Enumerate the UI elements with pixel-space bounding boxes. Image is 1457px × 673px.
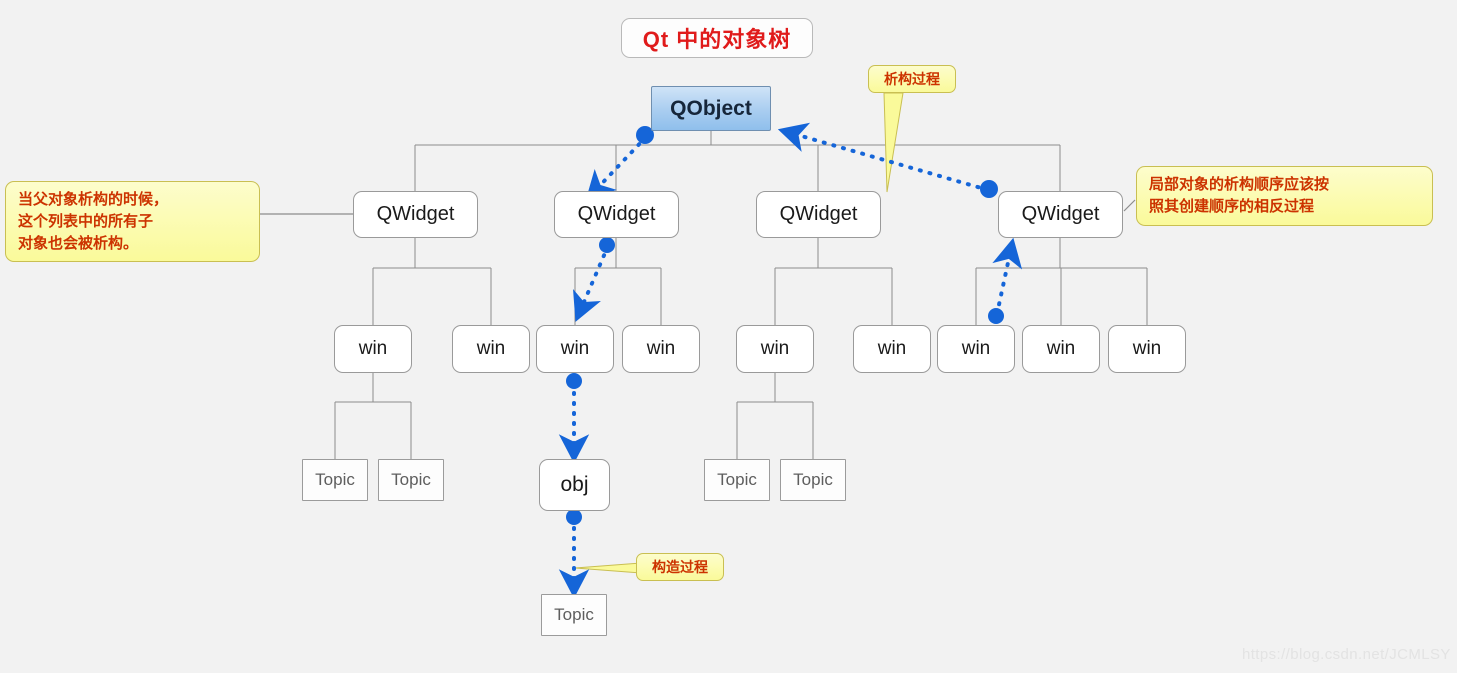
note-local-destruct-order-line-1: 局部对象的析构顺序应该按 [1149, 176, 1330, 193]
node-qobject[interactable]: QObject [651, 86, 771, 131]
watermark: https://blog.csdn.net/JCMLSY [1242, 646, 1451, 663]
node-win-5[interactable]: win [736, 325, 814, 373]
node-qwidget-3[interactable]: QWidget [756, 191, 881, 238]
node-topic-5[interactable]: Topic [541, 594, 607, 636]
node-topic-4[interactable]: Topic [780, 459, 846, 501]
note-destruct-process: 析构过程 [868, 65, 956, 93]
flow-qobject-to-widget2 [585, 135, 648, 201]
node-win-9[interactable]: win [1108, 325, 1186, 373]
node-win-3[interactable]: win [536, 325, 614, 373]
node-win-1[interactable]: win [334, 325, 412, 373]
note-local-destruct-order-line-2: 照其创建顺序的相反过程 [1149, 197, 1315, 215]
note-construct-process: 构造过程 [636, 553, 724, 581]
note-local-destruct-order: 局部对象的析构顺序应该按 照其创建顺序的相反过程 [1136, 166, 1433, 226]
tree-skeleton [334, 131, 1148, 459]
node-qwidget-4[interactable]: QWidget [998, 191, 1123, 238]
node-topic-3[interactable]: Topic [704, 459, 770, 501]
note-parent-destruct-line-1: 当父对象析构的时候， [18, 191, 169, 208]
node-topic-2[interactable]: Topic [378, 459, 444, 501]
node-qwidget-2[interactable]: QWidget [554, 191, 679, 238]
page-title: Qt 中的对象树 [621, 18, 813, 58]
leader-right-note [1123, 199, 1136, 212]
node-win-2[interactable]: win [452, 325, 530, 373]
tail-construct-note [574, 562, 642, 574]
node-qwidget-1[interactable]: QWidget [353, 191, 478, 238]
node-topic-1[interactable]: Topic [302, 459, 368, 501]
note-parent-destruct-line-3: 对象也会被析构。 [18, 234, 139, 252]
note-parent-destruct-line-2: 这个列表中的所有子 [18, 212, 154, 230]
flow-win7-to-widget4 [992, 237, 1023, 316]
note-parent-destruct: 当父对象析构的时候， 这个列表中的所有子 对象也会被析构。 [5, 181, 260, 263]
node-win-6[interactable]: win [853, 325, 931, 373]
node-win-4[interactable]: win [622, 325, 700, 373]
node-obj[interactable]: obj [539, 459, 610, 511]
node-win-8[interactable]: win [1022, 325, 1100, 373]
flow-widget4-to-qobject [777, 122, 990, 192]
flow-widget2-to-win3 [573, 244, 610, 322]
tail-destruct-note [883, 92, 904, 193]
node-win-7[interactable]: win [937, 325, 1015, 373]
